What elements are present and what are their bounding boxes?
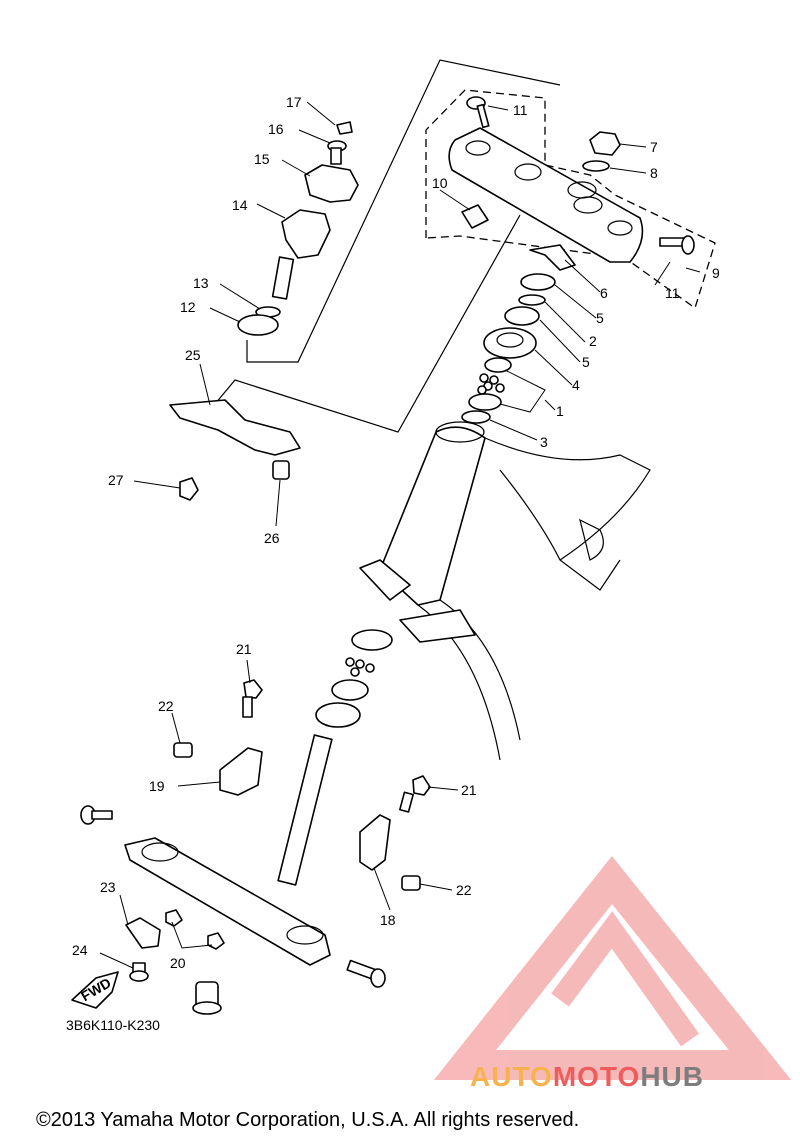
bracket-18: [359, 814, 391, 871]
cap-17: [336, 121, 353, 135]
lower-seal: [315, 702, 361, 728]
callout-18: 18: [380, 912, 396, 928]
bolt-24: [129, 962, 149, 982]
callout-9: 9: [712, 265, 720, 281]
washer-8: [582, 160, 610, 172]
bearing-1: [468, 393, 502, 411]
callout-24: 24: [72, 942, 88, 958]
clip-22b: [401, 875, 421, 891]
callout-13: 13: [193, 275, 209, 291]
callout-15: 15: [254, 151, 270, 167]
callout-22a: 22: [158, 698, 174, 714]
seal-3: [461, 410, 491, 424]
ring-nut-5a: [520, 273, 556, 291]
nut-20b: [207, 932, 225, 950]
nut-27: [179, 477, 199, 501]
clamp-23: [125, 917, 161, 949]
cover-4: [483, 327, 537, 359]
washer-2: [518, 294, 546, 306]
bolt-11-right: [659, 235, 695, 255]
watermark-logo: [433, 855, 792, 1080]
callout-12: 12: [180, 299, 196, 315]
nut-7: [589, 131, 621, 156]
callout-25: 25: [185, 347, 201, 363]
lock-washer-6: [529, 244, 576, 271]
callout-6: 6: [600, 285, 608, 301]
bolt-21b: [399, 775, 431, 813]
callout-21a: 21: [236, 641, 252, 657]
callout-2: 2: [589, 333, 597, 349]
callout-27: 27: [108, 472, 124, 488]
callout-8: 8: [650, 165, 658, 181]
callout-5b: 5: [582, 354, 590, 370]
ring-nut-5b: [504, 306, 540, 326]
callout-23: 23: [100, 879, 116, 895]
bolt-21a: [242, 679, 263, 718]
callout-17: 17: [286, 94, 302, 110]
callout-20: 20: [170, 955, 186, 971]
callout-22b: 22: [456, 882, 472, 898]
bracket-chain-line: [209, 214, 521, 433]
bolt-right-lower: [346, 959, 386, 988]
clip-26: [272, 460, 290, 480]
lower-race-top: [351, 629, 393, 651]
upper-bracket: [448, 127, 644, 263]
bracket-25: [169, 399, 301, 456]
stem-nut-bottom: [192, 981, 222, 1015]
bolt-left: [80, 805, 113, 825]
damper-12: [237, 314, 279, 336]
callout-4: 4: [572, 377, 580, 393]
label-10: [461, 204, 489, 229]
bracket-19: [219, 747, 263, 796]
bolt-11-top: [466, 96, 490, 129]
callout-10: 10: [432, 175, 448, 191]
callout-11-top: 11: [513, 102, 528, 118]
callout-11-right: 11: [665, 285, 680, 301]
nut-20a: [165, 909, 183, 927]
callout-16: 16: [268, 121, 284, 137]
callout-19: 19: [149, 778, 165, 794]
watermark-text: AUTOMOTOHUB: [470, 1061, 704, 1092]
clip-22a: [173, 742, 193, 758]
frame: [359, 421, 651, 761]
callout-26: 26: [264, 530, 280, 546]
callout-1: 1: [556, 403, 564, 419]
bearing-race-1: [484, 357, 512, 373]
callout-14: 14: [232, 197, 248, 213]
copyright-text: ©2013 Yamaha Motor Corporation, U.S.A. A…: [36, 1109, 579, 1131]
lower-balls: [345, 657, 375, 677]
handlebar-holder-14: [271, 209, 331, 300]
callout-3: 3: [540, 434, 548, 450]
bolt-16: [327, 140, 347, 165]
callout-7: 7: [650, 139, 658, 155]
upper-chain-line: [246, 59, 561, 363]
balls-1: [477, 373, 505, 395]
holder-15: [304, 164, 359, 203]
reference-code: 3B6K110-K230: [66, 1017, 160, 1033]
leader-lines: [99, 101, 701, 969]
callout-21b: 21: [461, 782, 477, 798]
lower-bracket: [124, 734, 333, 966]
callout-5a: 5: [596, 310, 604, 326]
fwd-arrow-icon: FWD: [71, 971, 119, 1009]
lower-bearing: [331, 679, 369, 701]
